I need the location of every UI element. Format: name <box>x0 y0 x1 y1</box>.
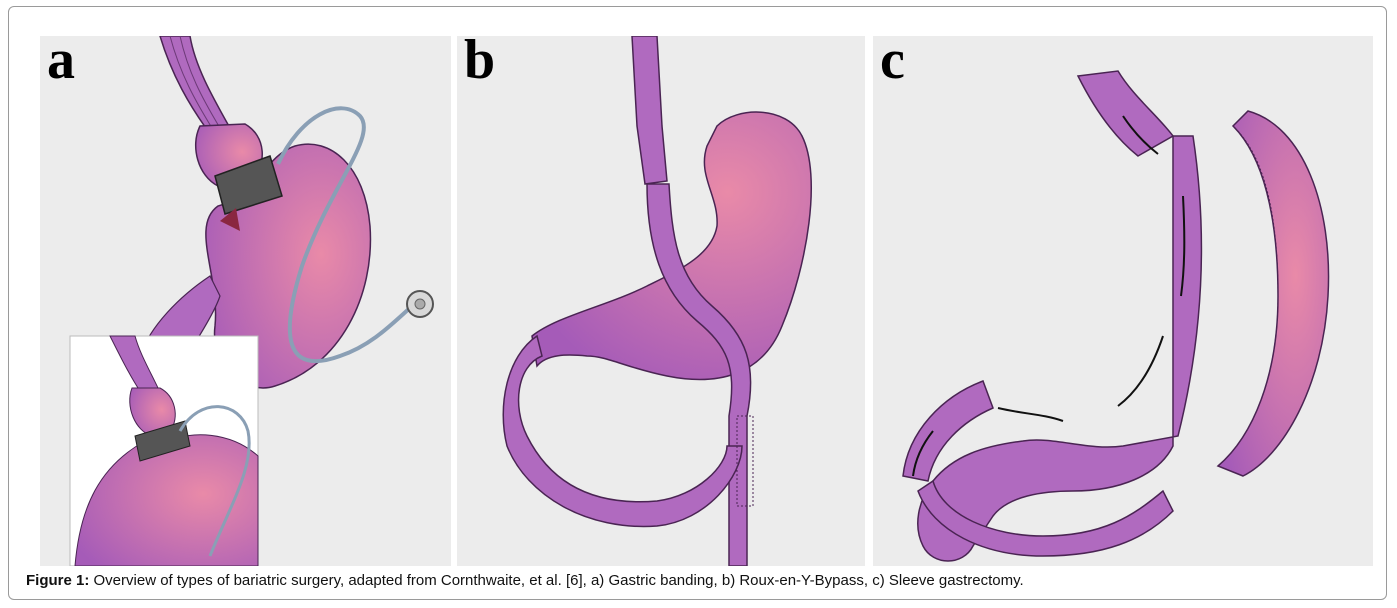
panel-letter-b: b <box>464 36 495 88</box>
panel-b: b <box>457 36 865 566</box>
panel-letter-a: a <box>47 36 75 88</box>
figure-container: a b <box>8 6 1387 600</box>
caption-label: Figure 1: <box>26 572 89 589</box>
panel-a: a <box>40 36 451 566</box>
gastric-banding-illustration <box>40 36 451 566</box>
panel-letter-c: c <box>880 36 905 88</box>
sleeve-gastrectomy-illustration <box>873 36 1373 566</box>
caption-text: Overview of types of bariatric surgery, … <box>89 572 1023 589</box>
panel-c: c <box>873 36 1373 566</box>
roux-en-y-bypass-illustration <box>457 36 865 566</box>
figure-caption: Figure 1: Overview of types of bariatric… <box>26 572 1386 589</box>
